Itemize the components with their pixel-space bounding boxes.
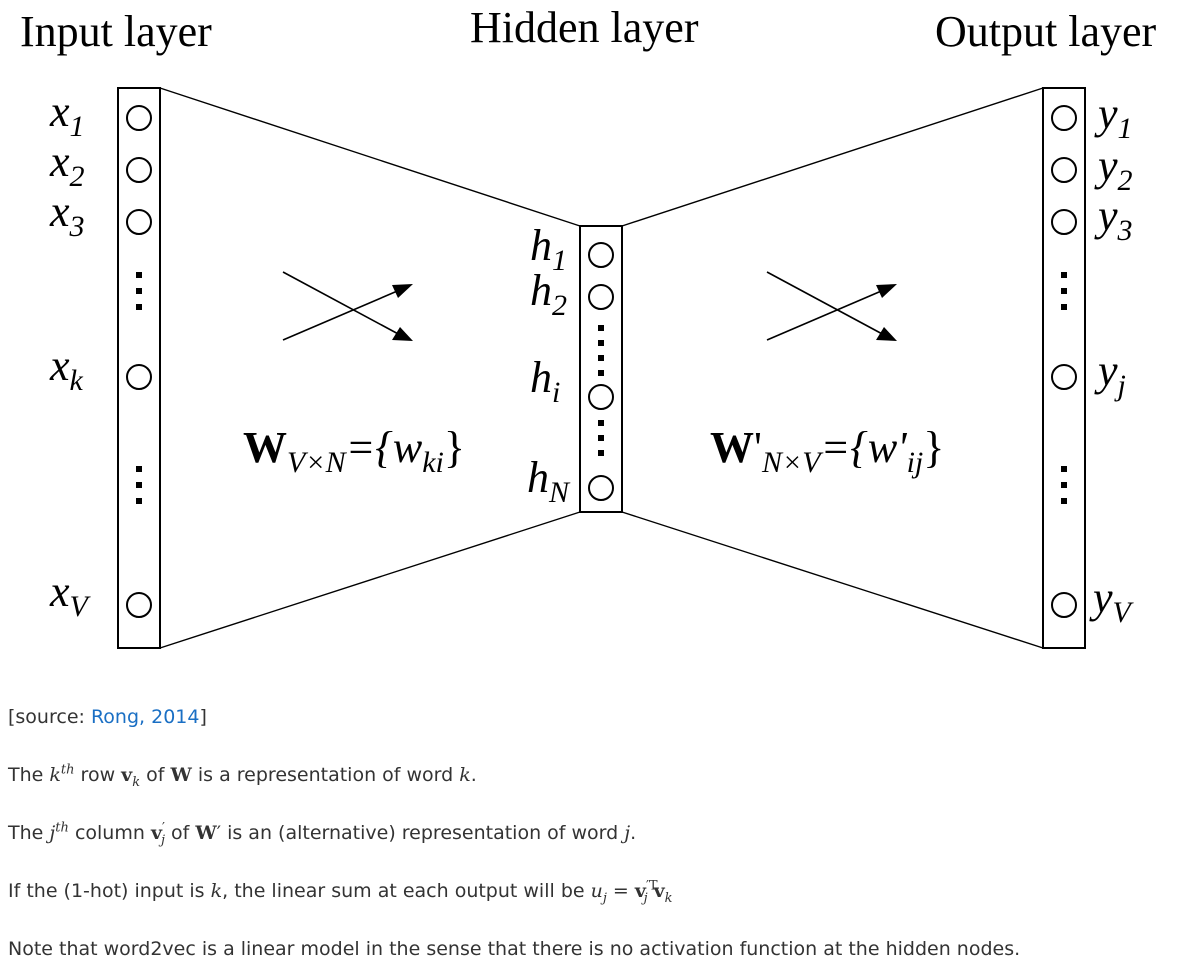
hidden-label: hi xyxy=(530,353,560,409)
output-label: y1 xyxy=(1094,89,1133,145)
output-labels: y1 y2 y3 yj yV xyxy=(1089,89,1135,629)
paragraph-column-representation: The jth column v′j of W′ is an (alternat… xyxy=(8,820,637,848)
paragraph-linear-sum: If the (1-hot) input is k, the linear su… xyxy=(8,878,673,906)
hidden-ellipsis xyxy=(598,325,604,456)
output-layer-box xyxy=(1042,87,1086,649)
weight-matrix-right-label: W'N×V={w'ij} xyxy=(710,423,944,479)
source-suffix: ] xyxy=(199,706,207,728)
paragraph-row-representation: The kth row vk of W is a representation … xyxy=(8,762,477,790)
input-label: xV xyxy=(49,567,92,623)
output-ellipsis xyxy=(1061,272,1067,504)
input-label: xk xyxy=(49,341,84,397)
output-label: yj xyxy=(1094,346,1126,402)
source-link[interactable]: Rong, 2014 xyxy=(90,706,200,728)
left-cross-arrows xyxy=(282,271,403,341)
weight-matrix-left-label: WV×N={wki} xyxy=(243,423,465,479)
hidden-neuron xyxy=(588,242,614,268)
output-neuron xyxy=(1051,209,1077,235)
arrow-head-icon xyxy=(876,327,897,341)
input-neuron xyxy=(126,592,152,618)
output-neuron xyxy=(1051,105,1077,131)
hidden-neuron xyxy=(588,384,614,410)
word2vec-network-diagram: Input layer Hidden layer Output layer xyxy=(20,3,1157,649)
input-label: x1 xyxy=(49,87,85,143)
hidden-label: h1 xyxy=(530,221,567,277)
input-neuron xyxy=(126,157,152,183)
output-neurons xyxy=(1051,105,1077,618)
input-layer-header: Input layer xyxy=(20,7,212,56)
input-neurons xyxy=(126,105,152,618)
source-citation: [source: Rong, 2014] xyxy=(8,706,207,728)
arrow-head-icon xyxy=(876,284,897,298)
input-label: x3 xyxy=(49,187,85,243)
output-label: y2 xyxy=(1094,141,1133,197)
input-labels: x1 x2 x3 xk xV xyxy=(49,87,92,623)
connection-lines xyxy=(159,87,1044,649)
hidden-neuron xyxy=(588,475,614,501)
input-neuron xyxy=(126,364,152,390)
arrow-head-icon xyxy=(392,327,413,341)
output-neuron xyxy=(1051,364,1077,390)
paragraph-linear-model-note: Note that word2vec is a linear model in … xyxy=(8,938,1021,960)
arrow-head-icon xyxy=(392,284,413,298)
output-layer-header: Output layer xyxy=(935,7,1157,56)
output-label: y3 xyxy=(1094,191,1133,247)
input-layer-box xyxy=(117,87,161,649)
source-prefix: [source: xyxy=(8,706,91,728)
input-ellipsis xyxy=(136,272,142,504)
output-label: yV xyxy=(1089,573,1135,629)
output-neuron xyxy=(1051,592,1077,618)
hidden-layer-header: Hidden layer xyxy=(470,3,699,52)
hidden-neurons xyxy=(588,242,614,501)
hidden-label: hN xyxy=(527,453,571,509)
input-label: x2 xyxy=(49,137,85,193)
input-neuron xyxy=(126,105,152,131)
right-cross-arrows xyxy=(766,271,887,341)
hidden-label: h2 xyxy=(530,266,567,322)
output-neuron xyxy=(1051,157,1077,183)
hidden-neuron xyxy=(588,284,614,310)
input-neuron xyxy=(126,209,152,235)
hidden-layer-box xyxy=(579,225,623,513)
hidden-labels: h1 h2 hi hN xyxy=(527,221,571,509)
